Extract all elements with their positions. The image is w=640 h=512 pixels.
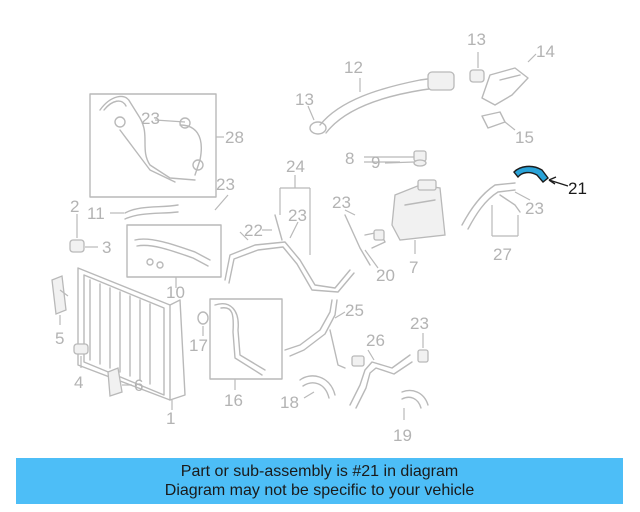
pipe-22	[224, 231, 355, 293]
leader-5	[59, 289, 69, 297]
callout-13-left: 13	[295, 90, 314, 109]
callout-20: 20	[376, 266, 395, 285]
callout-12: 12	[344, 58, 363, 77]
callout-26: 26	[366, 331, 385, 350]
leader-23-d	[344, 209, 356, 216]
bracket-5	[51, 275, 67, 325]
callout-23-b: 23	[216, 175, 235, 194]
hose-assembly-27	[461, 182, 521, 237]
callout-19: 19	[393, 426, 412, 445]
callout-10: 10	[166, 283, 185, 302]
leader-23-b	[214, 194, 229, 211]
callout-9: 9	[371, 153, 380, 172]
callout-16: 16	[224, 391, 243, 410]
leader-9	[384, 161, 415, 164]
callout-21: 21	[568, 179, 587, 198]
reservoir-7	[391, 179, 446, 254]
gasket-15	[481, 111, 516, 131]
callout-labels: 1 2 3 4 5 6 7 8 9 10 11 12 13 13 14 15 1…	[55, 30, 587, 445]
callout-3: 3	[102, 238, 111, 257]
bracket-6	[107, 367, 132, 397]
callout-23-e: 23	[525, 199, 544, 218]
callout-11: 11	[87, 204, 105, 223]
clamp-13-left	[307, 105, 327, 135]
callout-13-top: 13	[467, 30, 486, 49]
callout-23-a: 23	[141, 109, 160, 128]
bolt-8-9	[364, 150, 427, 167]
fitting-20	[344, 214, 386, 269]
flange-14	[481, 53, 537, 106]
clamp-17	[197, 311, 209, 336]
callout-17: 17	[189, 336, 208, 355]
callout-23-d: 23	[332, 193, 351, 212]
parts-diagram: 1 2 3 4 5 6 7 8 9 10 11 12 13 13 14 15 1…	[51, 30, 587, 445]
callout-4: 4	[74, 373, 83, 392]
hose-18	[299, 375, 336, 399]
bracket-24	[274, 175, 311, 255]
callout-22: 22	[244, 221, 263, 240]
callout-2: 2	[70, 197, 79, 216]
pipe-26	[349, 349, 413, 409]
hose-19	[401, 389, 429, 420]
hose-11	[110, 204, 179, 220]
leader-23-e	[514, 191, 531, 201]
pipe-25	[284, 299, 346, 369]
hose-assembly-10	[126, 224, 222, 288]
callout-23-f: 23	[410, 314, 429, 333]
callout-24: 24	[286, 157, 305, 176]
callout-23-c: 23	[288, 206, 307, 225]
info-banner: Part or sub-assembly is #21 in diagram D…	[16, 458, 623, 504]
radiator-1	[77, 267, 186, 410]
mount-4	[73, 343, 89, 368]
clamp-13-top	[469, 52, 485, 83]
hose-21-highlighted	[513, 165, 569, 187]
callout-15: 15	[515, 128, 534, 147]
banner-line-disclaimer: Diagram may not be specific to your vehi…	[164, 482, 475, 499]
callout-7: 7	[409, 258, 418, 277]
callout-8: 8	[345, 149, 354, 168]
callout-6: 6	[134, 376, 143, 395]
pipe-12	[319, 71, 455, 134]
banner-line-part: Part or sub-assembly is #21 in diagram	[180, 463, 459, 480]
hose-assembly-28	[89, 93, 224, 198]
callout-27: 27	[493, 245, 512, 264]
callout-25: 25	[345, 301, 364, 320]
hose-assembly-16	[209, 298, 283, 390]
cap-2-3	[69, 214, 98, 253]
callout-1: 1	[166, 409, 175, 428]
callout-14: 14	[536, 42, 555, 61]
callout-5: 5	[55, 329, 64, 348]
fitting-23-lower	[417, 333, 429, 363]
leader-23-c	[289, 221, 299, 239]
leader-23-a	[154, 119, 186, 123]
callout-18: 18	[280, 393, 299, 412]
callout-28: 28	[225, 128, 244, 147]
